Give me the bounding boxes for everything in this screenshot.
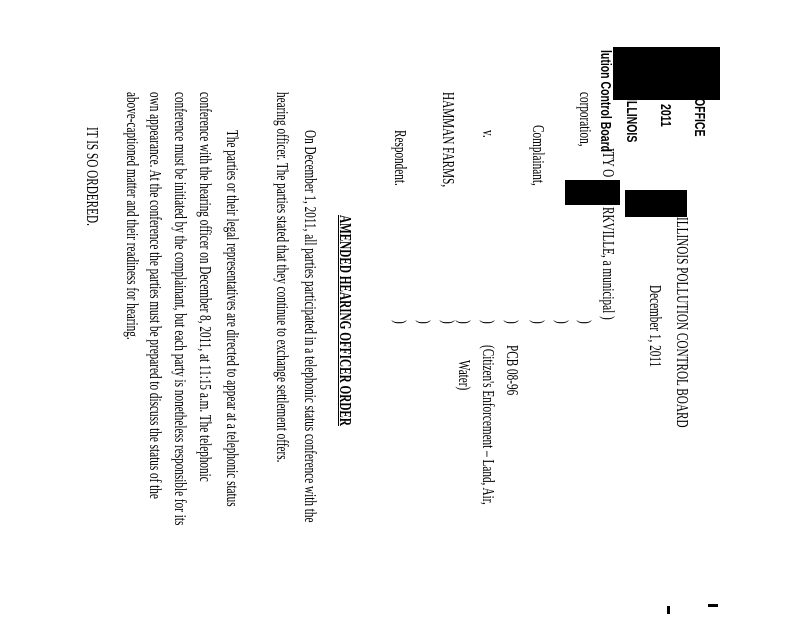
paragraph-2-line: above-captioned matter and their readine…	[123, 92, 142, 340]
versus: v.	[479, 130, 498, 138]
scan-mark	[708, 604, 718, 607]
board-title: ILLINOIS POLLUTION CONTROL BOARD	[673, 217, 692, 428]
caption-paren: )	[391, 320, 410, 324]
complainant-role: Complainant,	[529, 125, 548, 186]
paragraph-2-line: own appearance. At the conference the pa…	[146, 92, 165, 499]
paragraph-2-line: conference with the hearing officer on D…	[196, 92, 215, 482]
case-type-2: Water)	[455, 360, 474, 391]
scan-mark	[667, 606, 670, 614]
order-date: December 1, 2011	[646, 285, 665, 368]
redaction-block	[625, 190, 687, 217]
caption-paren: )	[415, 320, 434, 324]
respondent-role: Respondent.	[391, 130, 410, 186]
respondent-name: HAMMAN FARMS,	[439, 92, 458, 188]
case-number: PCB 08-96	[503, 345, 522, 396]
stamp-state: ILLINOIS	[623, 98, 640, 143]
caption-paren: )	[529, 320, 548, 324]
paragraph-1-line: On December 1, 2011, all parties partici…	[301, 130, 320, 523]
caption-paren: )	[479, 320, 498, 324]
order-title: AMENDED HEARING OFFICER ORDER	[336, 215, 355, 427]
stamp-office: OFFICE	[691, 98, 708, 137]
complainant-name-c: corporation,	[576, 92, 595, 147]
complainant-name-b: RKVILLE, a municipal )	[599, 207, 618, 320]
paragraph-1-line: hearing officer. The parties stated that…	[273, 92, 292, 463]
paragraph-2-line: conference must be initiated by the comp…	[171, 92, 190, 526]
stamp-board: lution Control Board	[597, 50, 614, 153]
complainant-name-a: ITY O	[599, 148, 618, 178]
paragraph-2-line: The parties or their legal representativ…	[223, 130, 242, 507]
redaction-block	[565, 180, 620, 205]
case-type-1: (Citizen's Enforcement – Land, Air,	[479, 345, 498, 505]
redaction-block	[613, 47, 720, 100]
caption-paren: )	[576, 320, 595, 324]
caption-paren: )	[553, 320, 572, 324]
closing-statement: IT IS SO ORDERED.	[83, 127, 102, 226]
caption-paren: )	[439, 320, 458, 324]
caption-paren: )	[503, 320, 522, 324]
stamp-year: 2011	[657, 104, 674, 127]
